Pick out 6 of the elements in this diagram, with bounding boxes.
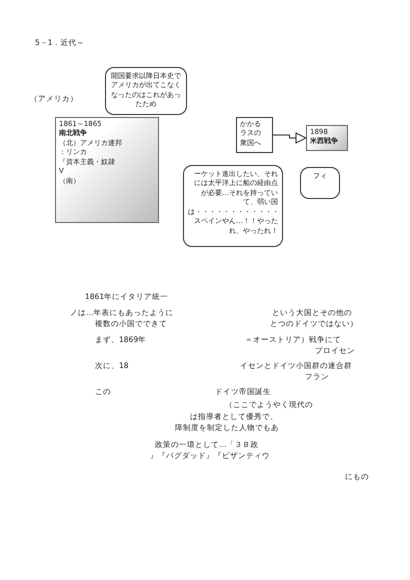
event-box bbox=[55, 117, 159, 223]
speech-bubble bbox=[183, 165, 283, 247]
text-box bbox=[236, 117, 273, 153]
event-box bbox=[306, 125, 348, 151]
arrow bbox=[272, 132, 306, 144]
speech-bubble bbox=[300, 167, 340, 199]
